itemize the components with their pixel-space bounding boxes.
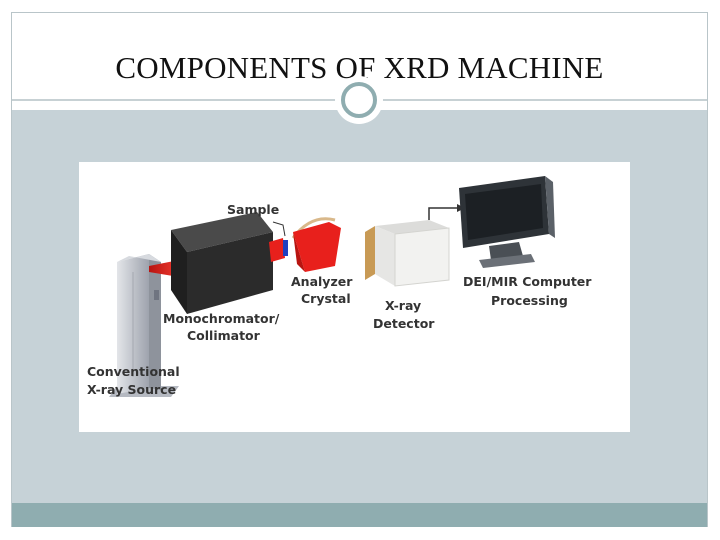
label-computer-line2: Processing — [491, 293, 568, 308]
sample-leader-line — [272, 221, 286, 237]
sample-holder — [283, 240, 288, 256]
computer-monitor — [459, 176, 555, 268]
label-analyzer-line2: Crystal — [301, 291, 351, 306]
xrd-diagram-figure: Sample Analyzer Crystal Monochromator/ C… — [79, 162, 630, 432]
label-analyzer-line1: Analyzer — [291, 274, 353, 289]
label-source-line1: Conventional — [87, 364, 180, 379]
label-mono-line2: Collimator — [187, 328, 261, 343]
xray-detector — [365, 220, 450, 287]
label-computer-line1: DEI/MIR Computer — [463, 274, 592, 289]
analyzer-crystal — [291, 217, 341, 272]
label-detector-line1: X-ray — [385, 298, 421, 313]
label-sample: Sample — [227, 202, 279, 217]
mono-output-beam — [269, 238, 285, 262]
xray-source — [109, 254, 179, 397]
xrd-diagram-svg: Sample Analyzer Crystal Monochromator/ C… — [87, 176, 592, 397]
ornament-ring — [341, 82, 377, 118]
monochromator-collimator — [171, 212, 273, 314]
title-ornament — [335, 76, 383, 124]
label-mono-line1: Monochromator/ — [163, 311, 280, 326]
label-detector-line2: Detector — [373, 316, 435, 331]
diagram-labels: Sample Analyzer Crystal Monochromator/ C… — [87, 202, 592, 397]
footer-band — [12, 503, 707, 527]
detector-signal-arrow — [428, 204, 465, 220]
label-source-line2: X-ray Source — [87, 382, 176, 397]
